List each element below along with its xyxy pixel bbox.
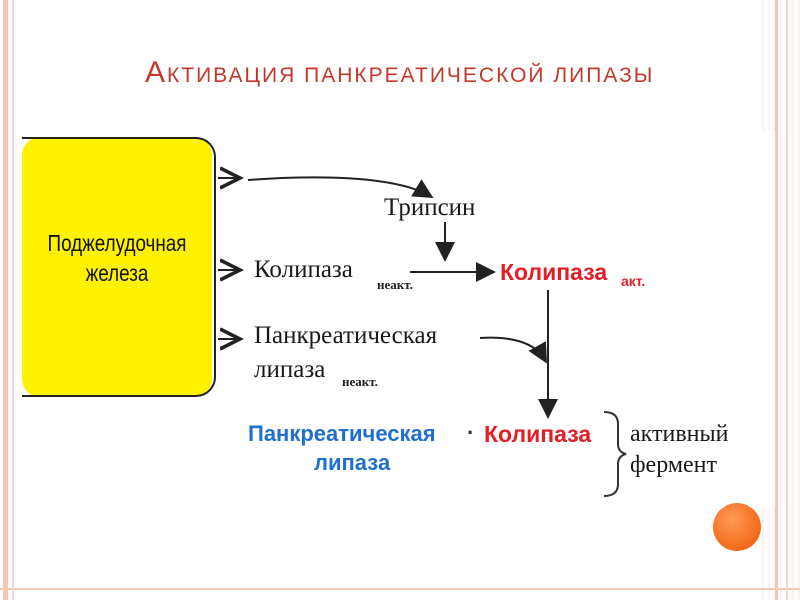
slide-frame-right [775,0,778,600]
pancreatic-lipase-line2: липаза [254,356,326,383]
trypsin-label: Трипсин [384,194,476,221]
slide-accent-dot [713,503,761,551]
pancreatic-lipase-sub: неакт. [342,374,378,389]
title-rest: ктивация панкреатической липазы [167,64,655,87]
pancreas-label-line1: Поджелудочная [47,230,187,256]
colipase-active-sub: акт. [621,273,646,289]
slide-frame-right-inner [786,0,788,600]
active-enzyme-line1: активный [630,421,729,447]
active-enzyme-brace [603,411,627,497]
slide-title: Активация панкреатической липазы [145,56,705,90]
colipase-inactive-sub: неакт. [377,277,413,292]
slide-frame-bottom [0,588,800,590]
complex-lipase-line1: Панкреатическая [248,421,436,446]
pancreas-box [22,137,212,397]
arrow-to-trypsin [247,176,434,199]
complex-separator: · [467,420,475,445]
complex-colipase: Колипаза [484,421,592,447]
colipase-inactive-label: Колипаза [254,256,353,283]
pancreas-label-line2: железа [85,260,149,286]
slide-frame-left [3,0,8,600]
colipase-active-label: Колипаза [500,259,608,285]
pancreas-bracket [22,137,216,397]
title-first-letter: А [145,56,168,89]
slide-frame-left-inner [12,0,14,600]
pancreas-label: Поджелудочная железа [39,228,195,288]
arrow-lipase-curve [479,336,547,364]
active-enzyme-line2: фермент [630,452,718,478]
complex-lipase-line2: липаза [314,450,391,475]
pancreatic-lipase-line1: Панкреатическая [254,322,438,349]
